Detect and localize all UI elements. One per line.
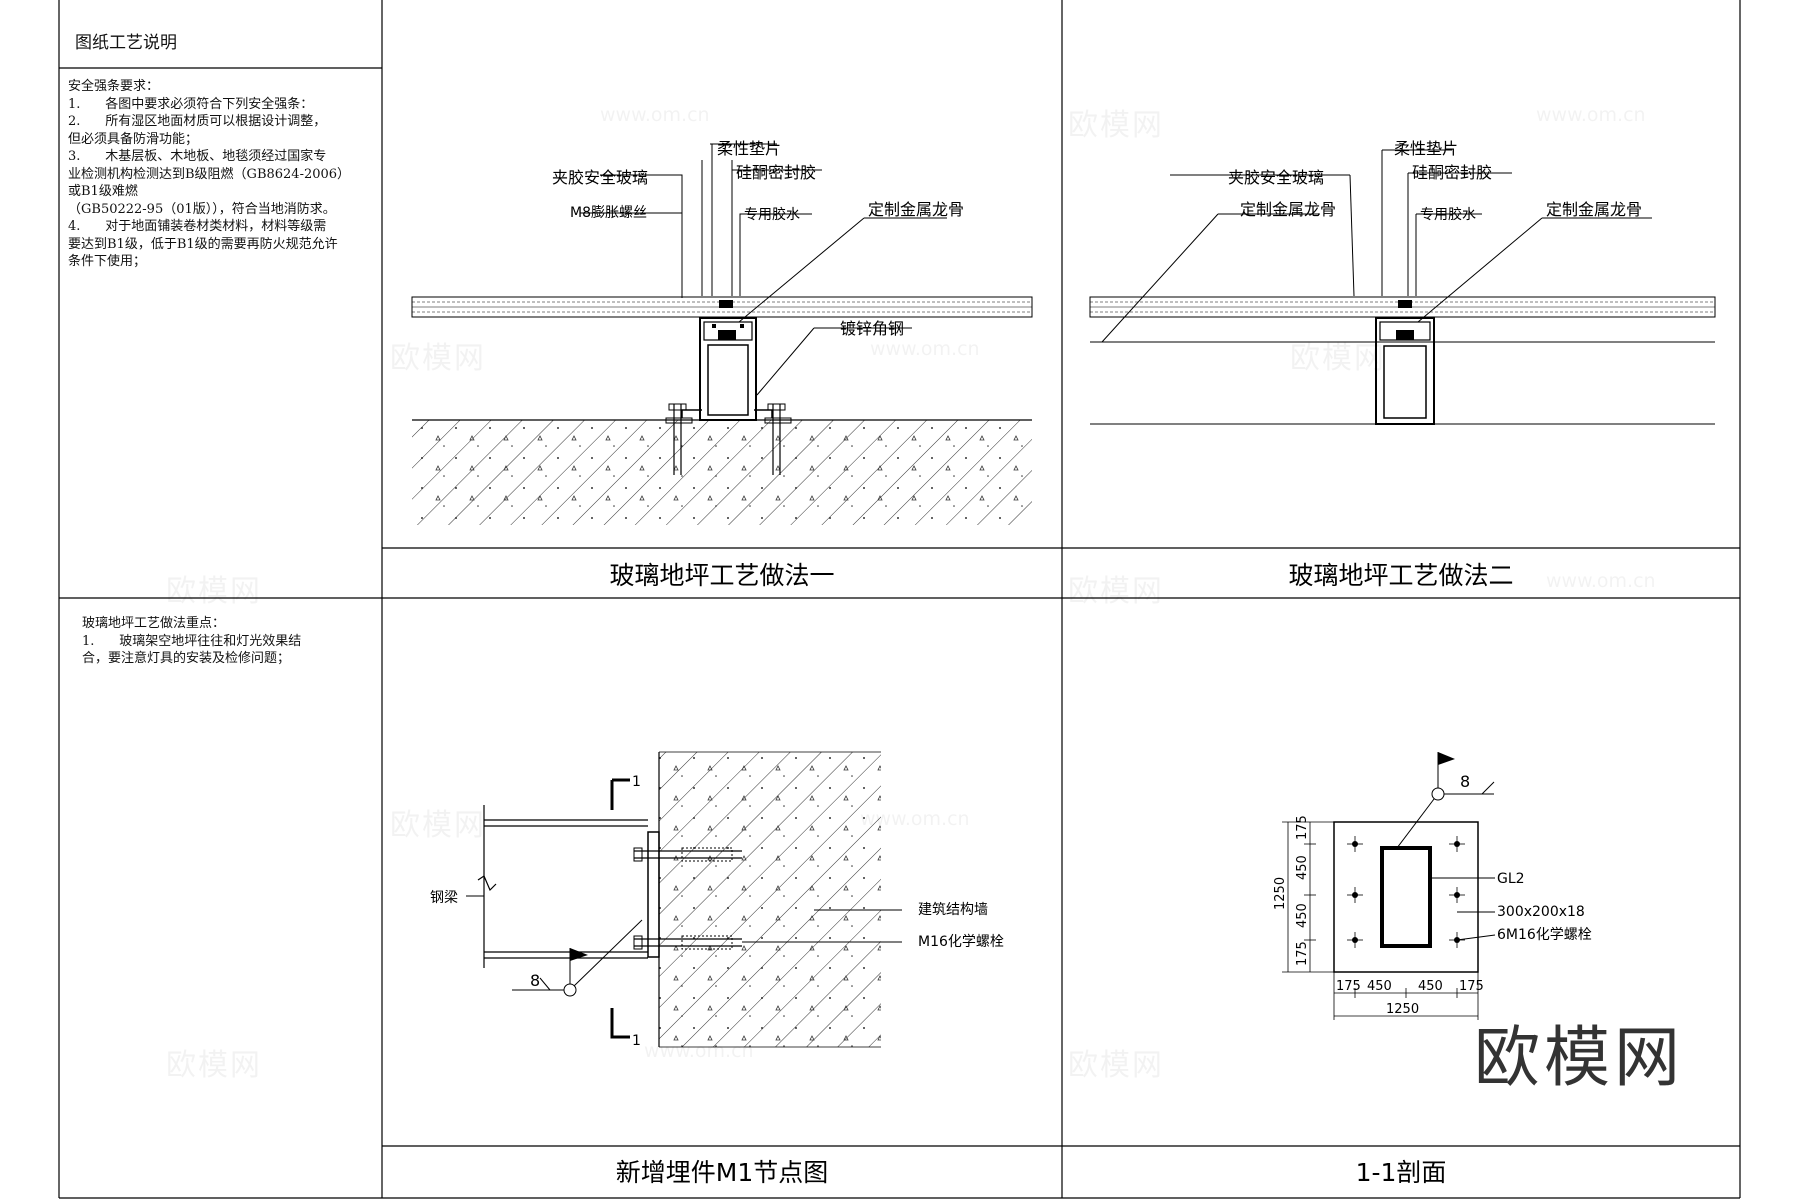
watermark-brand-2: 欧模网 bbox=[1068, 108, 1164, 143]
watermark-url-5: www.om.cn bbox=[860, 808, 970, 830]
dim-v-175b: 175 bbox=[1295, 941, 1310, 966]
label-glue: 专用胶水 bbox=[744, 206, 800, 223]
label-m16-bolt: M16化学螺栓 bbox=[918, 934, 1004, 950]
watermark-brand-8: 欧模网 bbox=[1068, 1048, 1164, 1083]
label-flex-pad-2: 柔性垫片 bbox=[1394, 139, 1458, 158]
watermark-brand-5: 欧模网 bbox=[1068, 574, 1164, 609]
label-laminated-glass-2: 夹胶安全玻璃 bbox=[1228, 168, 1324, 187]
chemical-bolts bbox=[633, 847, 742, 950]
label-struct-wall: 建筑结构墙 bbox=[918, 902, 988, 918]
callout-8: 8 bbox=[530, 971, 540, 990]
watermark-brand-4: 欧模网 bbox=[166, 574, 262, 609]
metal-keel bbox=[699, 300, 757, 421]
galv-angle-bolts bbox=[665, 403, 792, 475]
diagram-method2: 柔性垫片 硅酮密封胶 夹胶安全玻璃 定制金属龙骨 专用胶水 定制金属龙骨 bbox=[1089, 139, 1716, 425]
label-flex-pad: 柔性垫片 bbox=[717, 139, 781, 158]
diagram-method1: 柔性垫片 硅酮密封胶 夹胶安全玻璃 M8膨胀螺丝 专用胶水 定制金属龙骨 镀锌角… bbox=[411, 139, 1033, 525]
label-gl2: GL2 bbox=[1497, 871, 1525, 887]
caption-embed: 新增埋件M1节点图 bbox=[615, 1158, 829, 1187]
label-m8-bolt: M8膨胀螺丝 bbox=[570, 204, 647, 221]
watermark-url-1: www.om.cn bbox=[600, 104, 710, 126]
label-metal-keel: 定制金属龙骨 bbox=[868, 200, 964, 219]
dim-v-450a: 450 bbox=[1295, 855, 1310, 880]
dim-h-450a: 450 bbox=[1367, 979, 1392, 994]
watermark-brand-3: 欧模网 bbox=[1290, 341, 1386, 376]
dim-v-175a: 175 bbox=[1295, 815, 1310, 840]
diagram-section: 8 GL2 300x200x18 6M16化学螺栓 175 450 450 17… bbox=[1273, 752, 1592, 1020]
label-steel-beam: 钢梁 bbox=[430, 890, 458, 906]
watermark-url-2: www.om.cn bbox=[1536, 104, 1646, 126]
dim-h-450b: 450 bbox=[1418, 979, 1443, 994]
label-6m16: 6M16化学螺栓 bbox=[1497, 927, 1592, 943]
label-metal-keel-2a: 定制金属龙骨 bbox=[1240, 200, 1336, 219]
section-mark-bottom: 1 bbox=[632, 1033, 641, 1049]
label-plate: 300x200x18 bbox=[1497, 904, 1585, 920]
section-mark-top: 1 bbox=[632, 774, 641, 790]
watermark-brand-1: 欧模网 bbox=[390, 341, 486, 376]
dim-v-1250: 1250 bbox=[1273, 877, 1288, 910]
label-silicone-2: 硅酮密封胶 bbox=[1412, 163, 1492, 182]
dim-h-1250: 1250 bbox=[1386, 1002, 1419, 1017]
dim-v-450b: 450 bbox=[1295, 903, 1310, 928]
watermark-url-4: www.om.cn bbox=[1546, 570, 1656, 592]
method-notes: 玻璃地坪工艺做法重点： 1. 玻璃架空地坪往往和灯光效果结 合，要注意灯具的安装… bbox=[82, 616, 302, 666]
dim-h-175a: 175 bbox=[1336, 979, 1361, 994]
callout-8-section: 8 bbox=[1460, 772, 1470, 791]
caption-method2: 玻璃地坪工艺做法二 bbox=[1288, 561, 1514, 590]
watermark-brand-6: 欧模网 bbox=[390, 808, 486, 843]
label-glue-2: 专用胶水 bbox=[1420, 206, 1476, 223]
watermark-brand-7: 欧模网 bbox=[166, 1048, 262, 1083]
caption-section: 1-1剖面 bbox=[1355, 1158, 1447, 1187]
metal-keel-2 bbox=[1375, 300, 1435, 425]
anchor-bolts bbox=[1352, 841, 1460, 943]
notes-title: 图纸工艺说明 bbox=[75, 33, 177, 53]
label-silicone: 硅酮密封胶 bbox=[736, 163, 816, 182]
label-laminated-glass: 夹胶安全玻璃 bbox=[552, 168, 648, 187]
watermark-url-3: www.om.cn bbox=[870, 338, 980, 360]
diagram-embed: 1 1 8 钢梁 建筑结构墙 M16化学螺栓 bbox=[430, 751, 1004, 1049]
label-metal-keel-2b: 定制金属龙骨 bbox=[1546, 200, 1642, 219]
watermark-url-6: www.om.cn bbox=[644, 1040, 754, 1062]
logo-watermark: 欧模网 bbox=[1474, 1019, 1684, 1096]
caption-method1: 玻璃地坪工艺做法一 bbox=[609, 561, 835, 590]
safety-notes: 安全强条要求： 1. 各图中要求必须符合下列安全强条： 2. 所有湿区地面材质可… bbox=[68, 79, 351, 269]
label-galv-angle: 镀锌角钢 bbox=[840, 319, 904, 338]
steel-beam bbox=[477, 805, 648, 968]
dim-h-175b: 175 bbox=[1459, 979, 1484, 994]
